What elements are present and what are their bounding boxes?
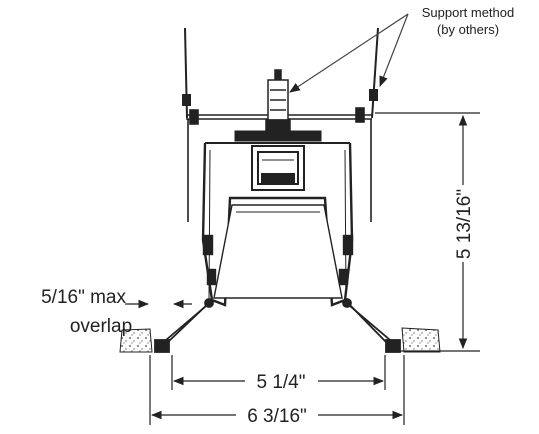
dimension-lines <box>125 112 480 425</box>
overlap-label-line2: overlap <box>70 316 132 337</box>
housing-top <box>205 130 350 144</box>
driver-box <box>251 145 305 191</box>
dim-outer-label: 6 3/16" <box>247 406 307 427</box>
support-method-label: Support method <box>422 5 515 20</box>
ceiling-section-left <box>119 328 153 353</box>
threaded-rod <box>265 69 291 131</box>
dim-inner-label: 5 1/4" <box>256 372 305 393</box>
overlap-label: 5/16" max <box>41 287 126 308</box>
support-method-sublabel: (by others) <box>437 22 499 37</box>
support-rods <box>182 27 379 119</box>
spring-clips <box>154 298 401 353</box>
support-method-leaders <box>289 13 409 93</box>
dim-height-label: 5 13/16" <box>454 189 475 259</box>
housing-body <box>201 142 354 307</box>
ceiling-section-right <box>401 327 441 353</box>
fixture-drawing <box>119 27 441 353</box>
